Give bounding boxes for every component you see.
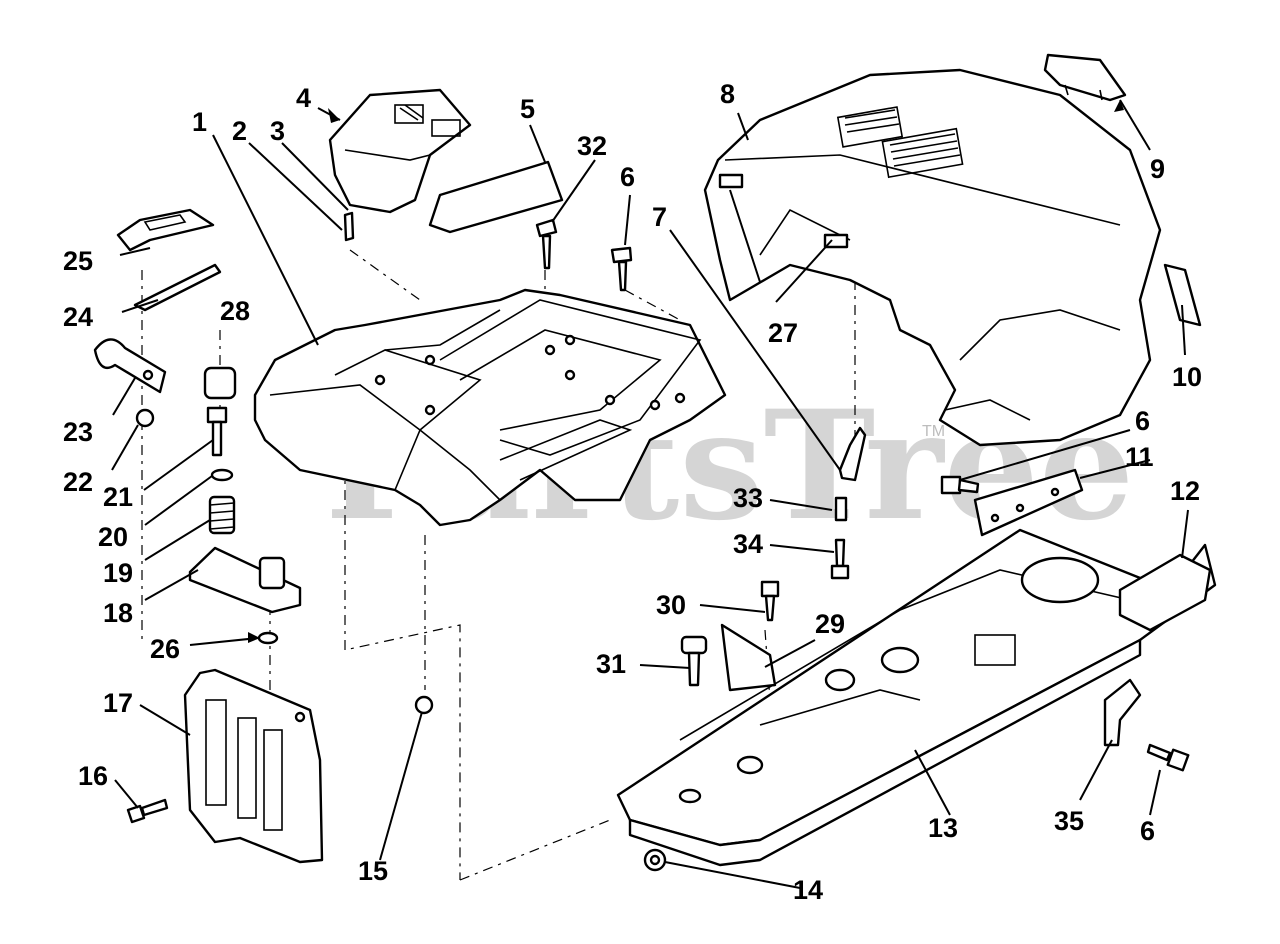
callout-29: 29 — [815, 609, 845, 639]
callout-30: 30 — [656, 590, 686, 620]
clamp-35-part — [1103, 678, 1142, 747]
callout-6-top: 6 — [620, 162, 635, 192]
hinge-bracket-11-part — [973, 468, 1084, 537]
watermark-trademark: TM — [922, 423, 945, 440]
callout-13: 13 — [928, 813, 958, 843]
callout-3: 3 — [270, 116, 285, 146]
front-bracket-12-part — [1118, 553, 1212, 632]
washer-26-part — [257, 631, 279, 645]
battery-box-part — [328, 88, 472, 214]
callout-7: 7 — [652, 202, 667, 232]
plate-24-part — [133, 263, 222, 312]
callout-33: 33 — [733, 483, 763, 513]
clamp-23-part — [93, 338, 167, 394]
callout-16: 16 — [78, 761, 108, 791]
callout-8: 8 — [720, 79, 735, 109]
callout-22: 22 — [63, 467, 93, 497]
callout-1: 1 — [192, 107, 207, 137]
bracket-plate-17-part — [183, 668, 324, 864]
callout-25: 25 — [63, 246, 93, 276]
callout-6-mid: 6 — [1135, 406, 1150, 436]
latch-7-part — [838, 426, 867, 482]
leader-lines — [111, 99, 1189, 889]
leader-arrowheads — [248, 100, 1124, 643]
callout-34: 34 — [733, 529, 763, 559]
callout-4: 4 — [296, 83, 311, 113]
bracket-29-part — [720, 623, 777, 692]
callout-labels: 1 2 3 4 5 6 6 6 7 8 9 10 11 12 13 14 15 … — [63, 79, 1202, 905]
callout-26: 26 — [150, 634, 180, 664]
screw-6-top-part — [610, 246, 633, 292]
callout-21: 21 — [103, 482, 133, 512]
callout-24: 24 — [63, 302, 93, 332]
bracket-25-part — [116, 208, 215, 252]
hood-emblem-part — [1043, 53, 1127, 102]
bolt-30-part — [760, 580, 780, 622]
knob-28-part — [203, 366, 237, 400]
nut-22-part — [135, 408, 155, 428]
callout-17: 17 — [103, 688, 133, 718]
callout-28: 28 — [220, 296, 250, 326]
bolt-6-mid-part — [940, 475, 980, 495]
callout-10: 10 — [1172, 362, 1202, 392]
side-decal-part — [1163, 263, 1202, 327]
callout-15: 15 — [358, 856, 388, 886]
hood-part — [703, 68, 1162, 447]
callout-27: 27 — [768, 318, 798, 348]
screw-32-part — [535, 218, 558, 270]
bolt-16-part — [126, 798, 169, 824]
bolt-34-part — [830, 538, 850, 580]
spacer-33-part — [834, 496, 848, 522]
nut-15-part — [414, 695, 434, 715]
bolt-21-part — [206, 406, 228, 457]
callout-20: 20 — [98, 522, 128, 552]
nut-14-part — [643, 848, 667, 872]
callout-32: 32 — [577, 131, 607, 161]
callout-6-bottom: 6 — [1140, 816, 1155, 846]
callout-5: 5 — [520, 94, 535, 124]
fender-part — [253, 288, 727, 527]
callout-35: 35 — [1054, 806, 1084, 836]
frame-13-part — [616, 528, 1217, 867]
spring-19-part — [208, 495, 236, 535]
switch-plate-18-part — [188, 546, 302, 614]
callout-2: 2 — [232, 116, 247, 146]
clip-part — [343, 211, 355, 242]
callout-23: 23 — [63, 417, 93, 447]
callout-14: 14 — [793, 875, 823, 905]
bolt-31-part — [680, 635, 708, 687]
callout-31: 31 — [596, 649, 626, 679]
callout-11: 11 — [1125, 442, 1154, 472]
decal-strip-part — [428, 160, 564, 234]
washer-20-part — [210, 468, 234, 482]
bolt-6-bottom-part — [1146, 743, 1190, 772]
callout-18: 18 — [103, 598, 133, 628]
callout-19: 19 — [103, 558, 133, 588]
callout-9: 9 — [1150, 154, 1165, 184]
callout-12: 12 — [1170, 476, 1200, 506]
